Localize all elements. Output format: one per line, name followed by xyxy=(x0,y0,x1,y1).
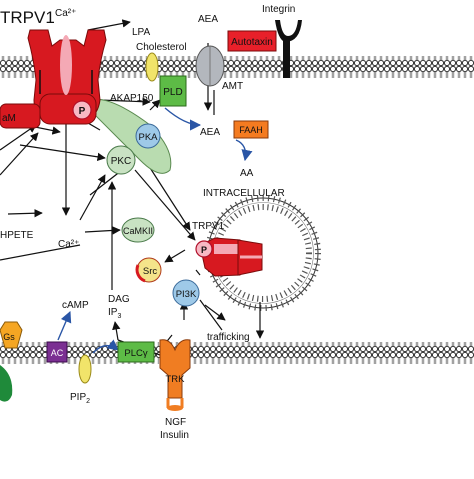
autotaxin-box: Autotaxin xyxy=(227,30,277,52)
camkii-node: CaMKII xyxy=(121,217,155,243)
faah-box: FAAH xyxy=(233,120,269,139)
calcium-mid-label: Ca²⁺ xyxy=(58,239,79,250)
plcg-label: PLCγ xyxy=(124,348,147,359)
plcg-box: PLCγ xyxy=(117,341,155,363)
integrin-label: Integrin xyxy=(262,4,295,15)
phospho-site-vesicle: P xyxy=(195,240,213,258)
ip3-main: IP xyxy=(108,307,118,318)
aea-top-label: AEA xyxy=(198,14,218,25)
cholesterol-icon xyxy=(145,52,159,82)
phospho-site-main: P xyxy=(72,100,92,120)
camp-label: cAMP xyxy=(62,300,89,311)
p-label-vesicle: P xyxy=(201,245,207,255)
diagram-title: TRPV1 xyxy=(0,8,55,27)
pi3k-node: PI3K xyxy=(172,279,200,307)
p-label-main: P xyxy=(79,106,86,117)
gs-label: Gs xyxy=(3,332,15,342)
intracellular-label: INTRACELLULAR xyxy=(203,188,285,199)
ngf-label: NGF xyxy=(165,417,186,428)
amt-label: AMT xyxy=(222,81,243,92)
ip3-subscript: 3 xyxy=(117,313,121,320)
trpv1-vesicle-label: TRPV1 xyxy=(192,221,225,232)
receptor-green xyxy=(0,365,13,402)
akap150-label: AKAP150 xyxy=(110,93,154,104)
blue-arrows xyxy=(57,107,253,354)
src-node: Src xyxy=(135,257,162,283)
ac-label: AC xyxy=(51,348,64,358)
dag-label: DAG xyxy=(108,294,130,305)
cholesterol-label: Cholesterol xyxy=(136,42,187,53)
integrin-receptor xyxy=(275,20,302,78)
pi3k-label: PI3K xyxy=(176,289,197,300)
autotaxin-label: Autotaxin xyxy=(231,37,273,48)
trk-receptor: TRK xyxy=(159,339,191,411)
gs-node: Gs xyxy=(0,321,23,349)
plasma-membrane-bottom xyxy=(0,342,474,364)
pka-node: PKA xyxy=(135,123,161,149)
pka-label: PKA xyxy=(138,132,158,143)
ac-box: AC xyxy=(46,341,68,363)
calcium-top-label: Ca²⁺ xyxy=(55,8,76,19)
amt-transporter xyxy=(195,45,225,87)
lpa-label: LPA xyxy=(132,27,150,38)
pip2-subscript: 2 xyxy=(86,398,90,405)
plasma-membrane-top xyxy=(0,56,474,78)
faah-label: FAAH xyxy=(239,125,263,135)
pld-box: PLD xyxy=(159,75,187,107)
aa-label: AA xyxy=(240,168,254,179)
trk-label: TRK xyxy=(166,374,186,385)
insulin-label: Insulin xyxy=(160,430,189,441)
camkii-label: CaMKII xyxy=(123,226,153,236)
cam-label: aM xyxy=(2,113,16,124)
pkc-label: PKC xyxy=(111,156,132,167)
pip2-main: PIP xyxy=(70,392,86,403)
hpete-label: HPETE xyxy=(0,230,34,241)
pld-label: PLD xyxy=(163,87,182,98)
aea-mid-label: AEA xyxy=(200,127,220,138)
akap150-shape xyxy=(89,98,172,174)
trafficking-label: trafficking xyxy=(207,332,250,343)
pip2-label: PIP2 xyxy=(70,392,90,405)
pkc-node: PKC xyxy=(106,145,136,175)
src-label: Src xyxy=(143,266,158,277)
ip3-label: IP3 xyxy=(108,307,121,320)
pip2-icon xyxy=(78,354,92,384)
